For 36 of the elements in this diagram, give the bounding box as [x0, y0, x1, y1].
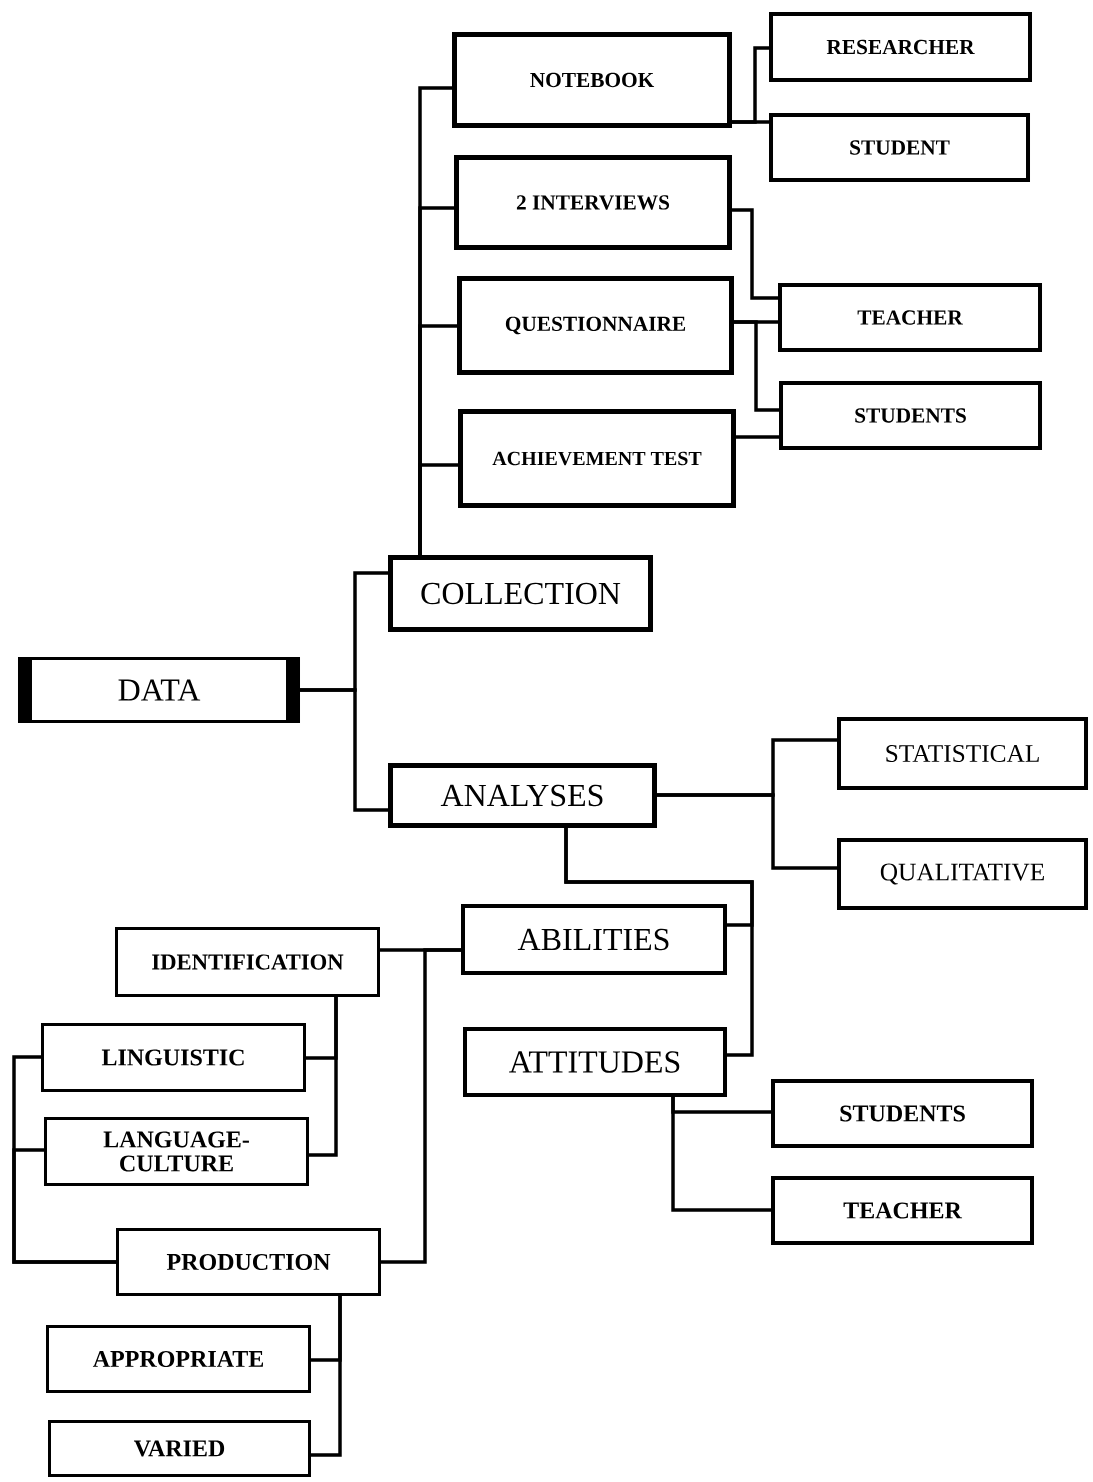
box: QUESTIONNAIRE	[457, 276, 734, 375]
connector	[736, 435, 779, 439]
box: TEACHER	[771, 1176, 1034, 1245]
box: 2 INTERVIEWS	[454, 155, 732, 250]
connector	[657, 793, 837, 870]
box: IDENTIFICATION	[115, 927, 380, 997]
box: LINGUISTIC	[41, 1023, 306, 1092]
connector	[300, 688, 388, 812]
connector	[734, 320, 779, 412]
connector	[311, 1296, 342, 1457]
connector	[671, 1097, 771, 1212]
connector	[732, 120, 769, 124]
box: QUALITATIVE	[837, 838, 1088, 910]
box: STUDENT	[769, 113, 1030, 182]
box: APPROPRIATE	[46, 1325, 311, 1393]
box: LANGUAGE- CULTURE	[44, 1117, 309, 1186]
box: STUDENTS	[771, 1079, 1034, 1148]
connector	[564, 828, 754, 1057]
connector	[381, 948, 461, 1264]
connector	[732, 208, 778, 300]
box: STATISTICAL	[837, 717, 1088, 790]
box: NOTEBOOK	[452, 32, 732, 128]
box: TEACHER	[778, 283, 1042, 352]
box: PRODUCTION	[116, 1228, 381, 1296]
connector	[309, 997, 338, 1157]
connector	[12, 1148, 116, 1264]
box: ACHIEVEMENT TEST	[458, 409, 736, 508]
box: ATTITUDES	[463, 1027, 727, 1097]
box: COLLECTION	[388, 555, 653, 632]
box: DATA	[18, 657, 300, 723]
box: ABILITIES	[461, 904, 727, 975]
box: STUDENTS	[779, 381, 1042, 450]
box: VARIED	[48, 1420, 311, 1477]
box: ANALYSES	[388, 763, 657, 828]
connector	[418, 463, 458, 555]
box: RESEARCHER	[769, 12, 1032, 82]
